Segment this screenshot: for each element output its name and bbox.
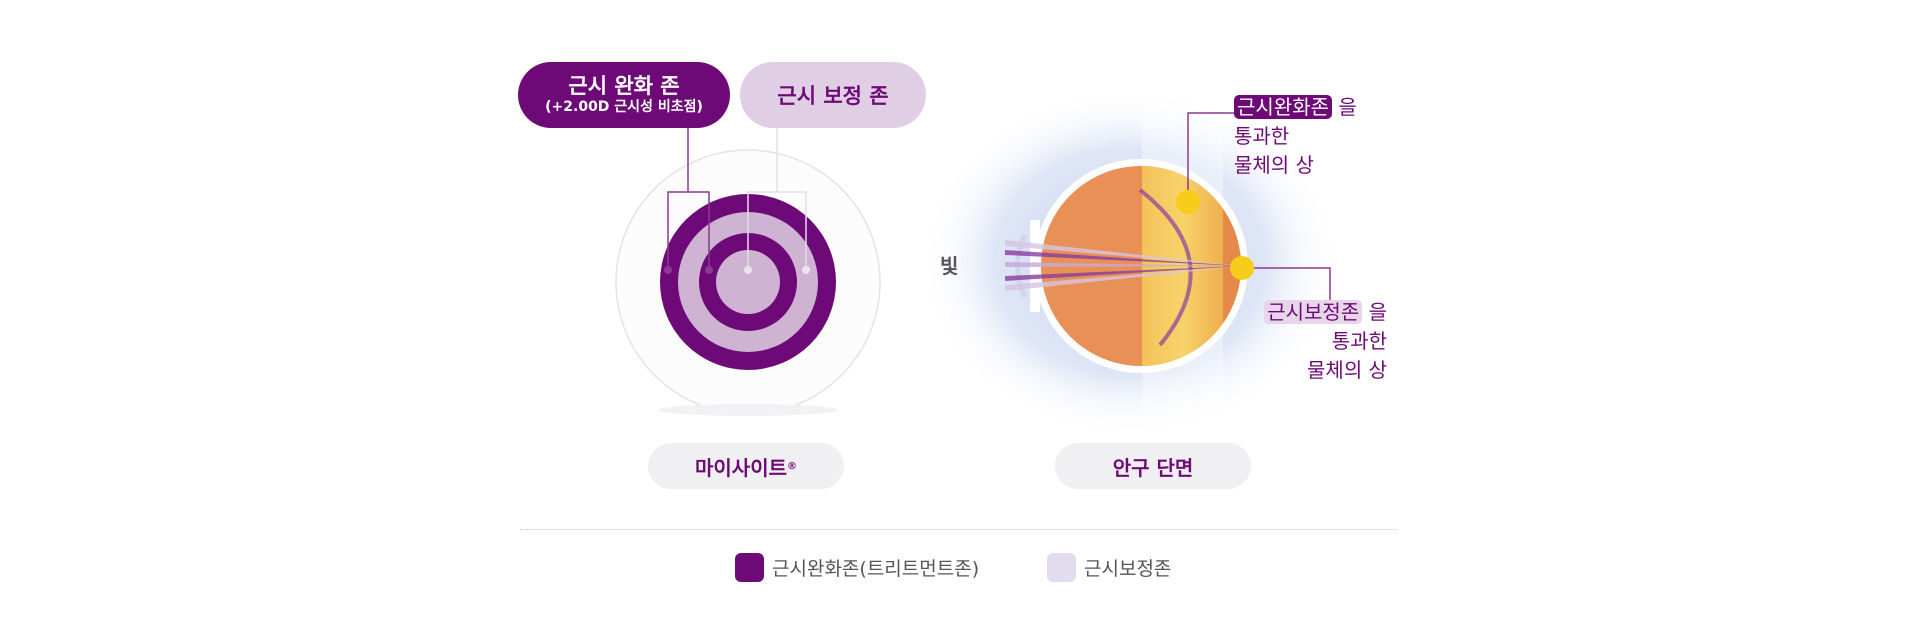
- correction-image-point: [1230, 256, 1254, 280]
- relief-image-annotation: 근시완화존 을 통과한 물체의 상: [1234, 93, 1357, 180]
- relief-zone-label: 근시 완화 존 (+2.00D 근시성 비초점): [518, 62, 730, 128]
- eye-caption: 안구 단면: [1055, 443, 1251, 489]
- relief-zone-subtitle: (+2.00D 근시성 비초점): [545, 99, 703, 115]
- relief-zone-highlight: 근시완화존: [1234, 95, 1332, 119]
- legend-label: 근시완화존(트리트먼트존): [772, 558, 980, 580]
- relief-particle: 을: [1338, 95, 1357, 119]
- legend-swatch: [735, 553, 764, 582]
- correction-line2: 통과한: [1331, 329, 1387, 353]
- registered-mark: ®: [787, 460, 797, 472]
- relief-image-point: [1176, 190, 1200, 214]
- divider: [520, 529, 1396, 530]
- correction-line3: 물체의 상: [1307, 358, 1387, 382]
- correction-zone-title: 근시 보정 존: [777, 84, 889, 108]
- correction-zone-label: 근시 보정 존: [740, 62, 926, 128]
- light-label: 빛: [940, 254, 959, 278]
- correction-image-annotation: 근시보정존 을 통과한 물체의 상: [1264, 298, 1387, 385]
- legend-item-correction: 근시보정존: [1047, 553, 1171, 582]
- lens-caption: 마이사이트®: [648, 443, 844, 489]
- relief-line3: 물체의 상: [1234, 153, 1314, 177]
- legend-label: 근시보정존: [1084, 558, 1172, 580]
- legend-item-relief: 근시완화존(트리트먼트존): [735, 553, 979, 582]
- correction-zone-highlight: 근시보정존: [1264, 300, 1363, 324]
- relief-line2: 통과한: [1234, 124, 1290, 148]
- lens-center-correction-zone: [716, 250, 780, 314]
- legend-swatch: [1047, 553, 1076, 582]
- lens-caption-text: 마이사이트: [695, 455, 787, 480]
- relief-zone-title: 근시 완화 존: [568, 74, 680, 98]
- eye-caption-text: 안구 단면: [1112, 455, 1194, 480]
- correction-particle: 을: [1368, 300, 1387, 324]
